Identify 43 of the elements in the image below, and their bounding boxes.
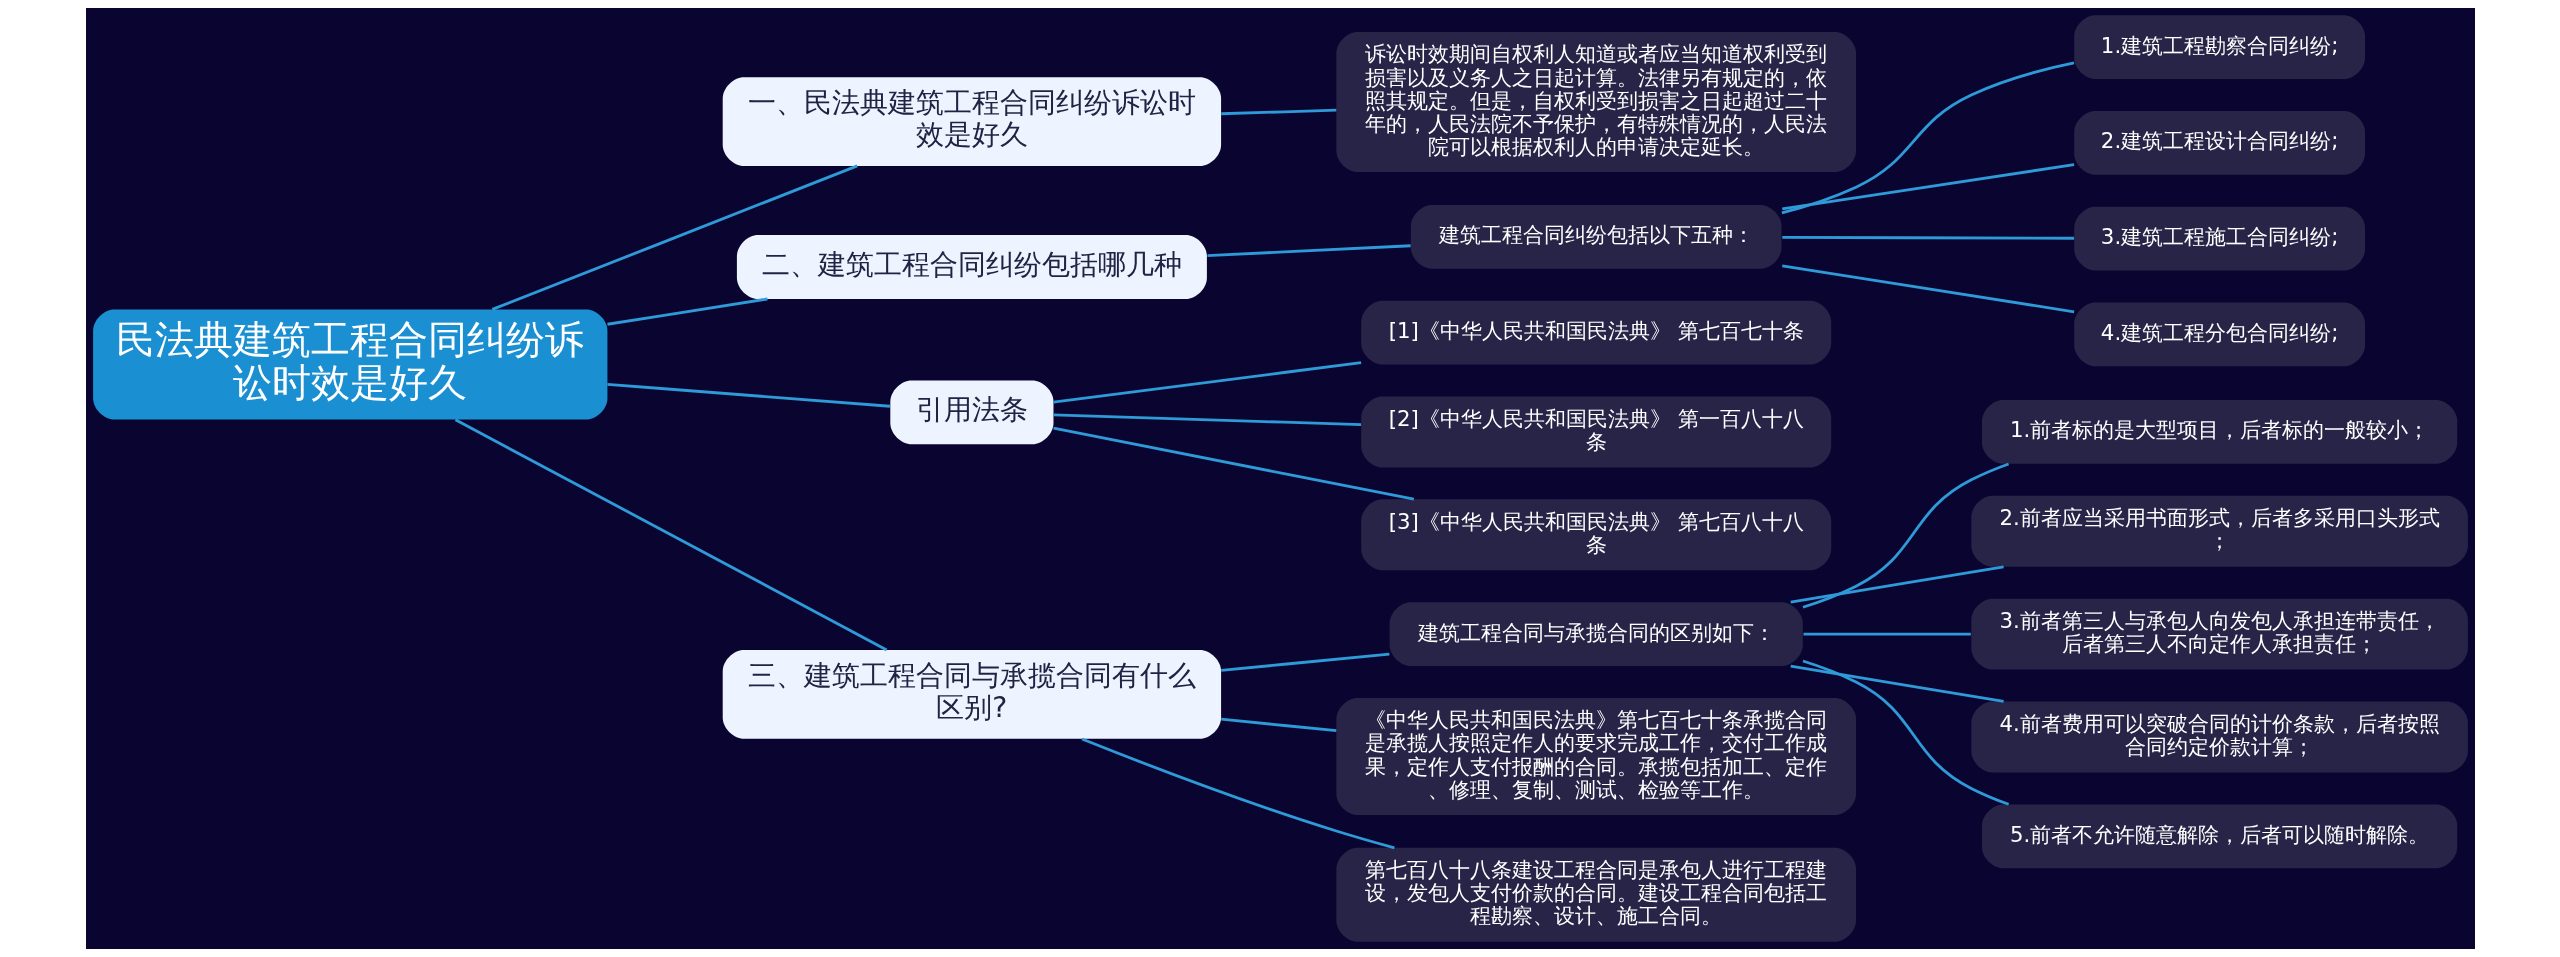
connector [1781, 61, 2074, 215]
node-box: 一、民法典建筑工程合同纠纷诉讼时效是好久 [722, 77, 1221, 166]
connector [1789, 565, 2004, 604]
node-box: 5.前者不允许随意解除，后者可以随时解除。 [1981, 804, 2457, 869]
node-box: 4.前者费用可以突破合同的计价条款，后者按照合同约定价款计算； [1970, 701, 2468, 773]
connector [1781, 163, 2074, 211]
node-box: 民法典建筑工程合同纠纷诉讼时效是好久 [92, 309, 607, 420]
connector [1053, 413, 1361, 427]
node-box: 1.建筑工程勘察合同纠纷; [2073, 15, 2365, 79]
node-box: 3.前者第三人与承包人向发包人承担连带责任，后者第三人不向定作人承担责任； [1970, 598, 2468, 670]
node-box: 建筑工程合同纠纷包括以下五种： [1410, 204, 1782, 269]
node-box: 二、建筑工程合同纠纷包括哪几种 [736, 235, 1207, 299]
node-box: 建筑工程合同与承揽合同的区别如下： [1389, 602, 1803, 667]
node-box: [2]《中华人民共和国民法典》 第一百八十八条 [1360, 396, 1831, 468]
connector [1220, 717, 1336, 733]
node-box: 《中华人民共和国民法典》第七百七十条承揽合同是承揽人按照定作人的要求完成工作，交付工作成果，定作人支付报酬的合同。承揽包括加工、定作、修理、复制、测试、检验等工作。 [1335, 698, 1856, 816]
connector [1052, 426, 1414, 501]
node-box: 诉讼时效期间自权利人知道或者应当知道权利受到损害以及义务人之日起计算。法律另有规定的，依照其规定。但是，自权利受到损害之日起超过二十年的，人民法院不予保护，有特殊情况的，人民法院可以根据权利人的申请决定延长。 [1335, 32, 1856, 173]
connector [1789, 664, 2004, 703]
node-box: 4.建筑工程分包合同纠纷; [2073, 302, 2365, 367]
connector [1802, 659, 2009, 806]
connector [1803, 632, 1971, 636]
connector [1220, 652, 1389, 672]
node-box: 三、建筑工程合同与承揽合同有什么区别? [722, 650, 1221, 739]
connector [454, 418, 887, 652]
connector [491, 164, 858, 311]
connector [606, 297, 768, 326]
node-box: 1.前者标的是大型项目，后者标的一般较小； [1981, 400, 2457, 464]
connector [1781, 235, 2074, 240]
node-box: [3]《中华人民共和国民法典》 第七百八十八条 [1360, 499, 1831, 571]
connector [606, 382, 890, 408]
connector [1220, 108, 1336, 116]
node-box: 2.前者应当采用书面形式，后者多采用口头形式； [1970, 495, 2468, 567]
connector [1081, 737, 1395, 850]
node-box: [1]《中华人民共和国民法典》 第七百七十条 [1360, 300, 1831, 365]
connector [1206, 244, 1411, 258]
node-box: 3.建筑工程施工合同纠纷; [2073, 206, 2365, 271]
connector [1781, 264, 2074, 314]
connector [1802, 462, 2009, 609]
node-box: 2.建筑工程设计合同纠纷; [2073, 110, 2365, 175]
node-box: 引用法条 [889, 380, 1053, 445]
connector [1052, 361, 1361, 404]
node-box: 第七百八十八条建设工程合同是承包人进行工程建设，发包人支付价款的合同。建设工程合同包括工程勘察、设计、施工合同。 [1335, 847, 1856, 942]
